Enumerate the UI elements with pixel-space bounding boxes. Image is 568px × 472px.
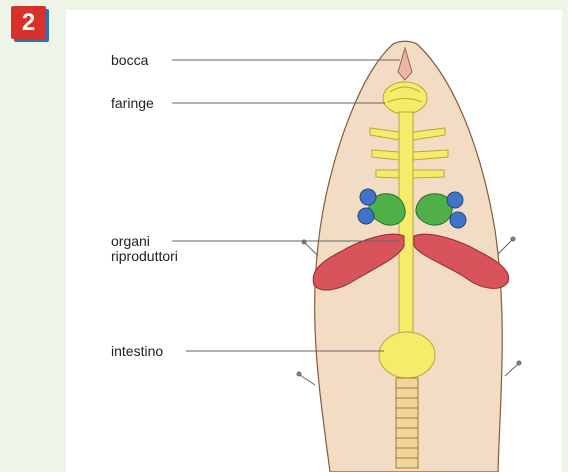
label-pharynx: faringe <box>111 95 154 111</box>
digestive-tube <box>399 112 413 337</box>
label-intestine: intestino <box>111 343 163 359</box>
label-reproductive-line1: organi <box>111 233 150 249</box>
intestine-bulge <box>379 332 435 378</box>
pharynx-shape <box>383 82 427 114</box>
segmented-intestine <box>396 378 418 468</box>
label-reproductive-line2: riproduttori <box>111 248 178 264</box>
label-mouth: bocca <box>111 52 148 68</box>
